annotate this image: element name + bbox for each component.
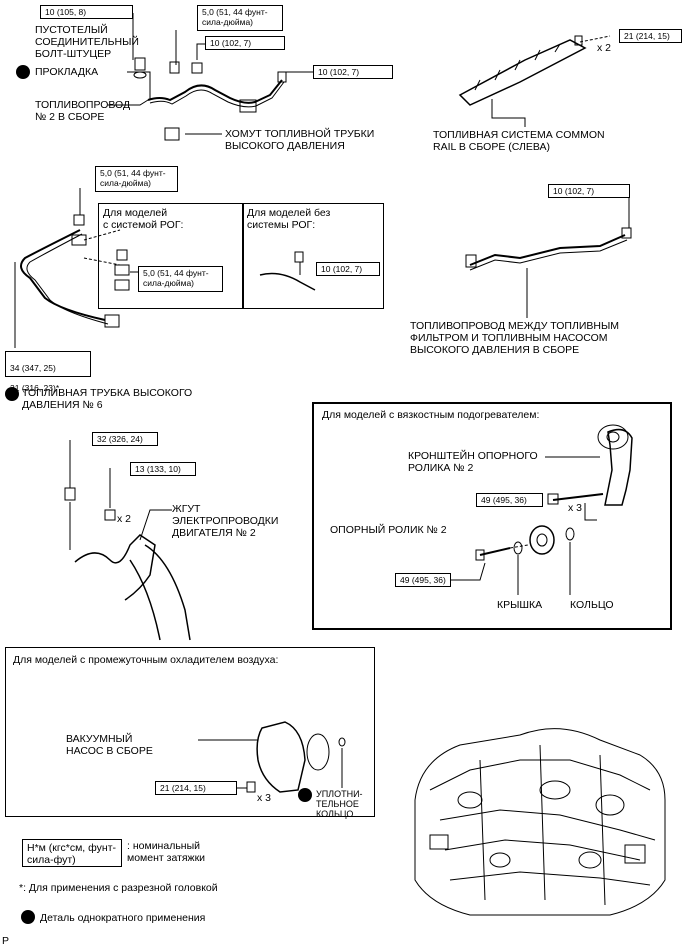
label-egr-models: Для моделей с системой РОГ:: [103, 207, 184, 231]
torque-spec-harness-bolt1: 32 (326, 24): [92, 432, 158, 446]
hollow-bolt-shape: [134, 57, 146, 71]
leader-line: [450, 562, 486, 581]
cover-shape: [513, 541, 523, 555]
common-rail-shape: [458, 39, 587, 106]
fuel-pipe-2-shape: [147, 79, 283, 104]
viscous-heater-frame: [312, 402, 672, 630]
single-use-icon: [298, 788, 312, 802]
torque-spec-bracket-bolt: 5,0 (51, 44 фунт- сила-дюйма): [197, 5, 283, 31]
label-harness: ЖГУТ ЭЛЕКТРОПРОВОДКИ ДВИГАТЕЛЯ № 2: [172, 503, 279, 539]
legend-star-note: *: Для применения с разрезной головкой: [19, 882, 218, 894]
label-hp-clamp: ХОМУТ ТОПЛИВНОЙ ТРУБКИ ВЫСОКОГО ДАВЛЕНИЯ: [225, 128, 375, 152]
egr-frame: [98, 203, 384, 309]
torque-spec-tube6-nuts: 34 (347, 25) 31 (316, 23)*: [5, 351, 91, 393]
label-ring: КОЛЬЦО: [570, 599, 614, 611]
torque-spec-idler-bracket: 49 (495, 36): [476, 493, 543, 507]
legend-unit-description: : номинальный момент затяжки: [127, 840, 206, 864]
oring-shape: [306, 733, 330, 771]
qty-idler-bracket: x 3: [568, 502, 583, 514]
label-viscous-models: Для моделей с вязкостным подогревателем:: [322, 409, 540, 421]
label-gasket: ПРОКЛАДКА: [35, 66, 99, 78]
label-cover: КРЫШКА: [497, 599, 543, 611]
torque-spec-pipe-bolt: 10 (102, 7): [313, 65, 393, 79]
clamp-shape: [164, 127, 180, 141]
label-common-rail: ТОПЛИВНАЯ СИСТЕМА COMMON RAIL В СБОРЕ (С…: [433, 129, 605, 153]
torque-spec-vacuum-pump: 21 (214, 15): [155, 781, 237, 795]
legend-unit-box: Н*м (кгс*см, фунт- сила-фут): [22, 839, 122, 867]
label-intercooler-models: Для моделей с промежуточным охладителем …: [13, 654, 279, 666]
label-fuel-pipe-2: ТОПЛИВОПРОВОД № 2 В СБОРЕ: [35, 99, 131, 123]
leader-line: [139, 509, 172, 541]
harness-shape: [74, 534, 156, 601]
leader-line: [584, 503, 597, 521]
torque-spec-idler-pulley: 49 (495, 36): [395, 573, 451, 587]
label-no-egr-models: Для моделей без системы РОГ:: [247, 207, 331, 231]
egr-divider: [242, 203, 244, 309]
torque-spec-egr-clamp: 5,0 (51, 44 фунт- сила-дюйма): [138, 266, 223, 292]
idler-bracket-shape: [604, 428, 633, 506]
hp-tube-6-shape: [20, 229, 106, 321]
leader-line: [108, 99, 149, 106]
label-idler-pulley: ОПОРНЫЙ РОЛИК № 2: [330, 524, 447, 536]
qty-common-rail: x 2: [597, 42, 612, 54]
leader-line: [127, 71, 151, 100]
intercooler-frame: [5, 647, 375, 817]
torque-spec-harness-bolt2: 13 (133, 10): [130, 462, 196, 476]
filter-pipe-shape: [469, 234, 626, 266]
label-hollow-bolt: ПУСТОТЕЛЫЙ СОЕДИНИТЕЛЬНЫЙ БОЛТ-ШТУЦЕР: [35, 24, 139, 60]
torque-spec-common-rail: 21 (214, 15): [619, 29, 682, 43]
page-corner-letter: P: [2, 935, 10, 947]
vacuum-pump-shape: [256, 721, 306, 793]
label-idler-bracket: КРОНШТЕЙН ОПОРНОГО РОЛИКА № 2: [408, 450, 538, 474]
torque-spec-noegr-clamp: 10 (102, 7): [316, 262, 380, 276]
torque-spec-hollow-bolt: 10 (105, 8): [40, 5, 133, 19]
torque-spec-tube6-normal: 34 (347, 25): [10, 363, 56, 373]
label-oring: УПЛОТНИ- ТЕЛЬНОЕ КОЛЬЦО: [316, 789, 363, 819]
label-hp-tube-6: ТОПЛИВНАЯ ТРУБКА ВЫСОКОГО ДАВЛЕНИЯ № 6: [22, 387, 193, 411]
ring-shape: [565, 527, 575, 541]
label-vacuum-pump: ВАКУУМНЫЙ НАСОС В СБОРЕ: [66, 733, 153, 757]
engine-illustration: [414, 728, 666, 916]
torque-spec-filter-pipe: 10 (102, 7): [548, 184, 630, 198]
qty-vacuum-pump: x 3: [257, 792, 272, 804]
leader-line: [196, 43, 205, 60]
legend-single-use-note: Деталь однократного применения: [40, 912, 206, 924]
leader-line: [491, 99, 526, 127]
idler-pulley-shape: [529, 525, 555, 555]
single-use-icon: [21, 910, 35, 924]
label-filter-pipe: ТОПЛИВОПРОВОД МЕЖДУ ТОПЛИВНЫМ ФИЛЬТРОМ И…: [410, 320, 620, 356]
torque-spec-tube6-bracket: 5,0 (51, 44 фунт- сила-дюйма): [95, 166, 178, 192]
qty-harness: x 2: [117, 513, 132, 525]
single-use-icon: [5, 387, 19, 401]
single-use-icon: [16, 65, 30, 79]
torque-spec-clamp-bolt: 10 (102, 7): [205, 36, 285, 50]
